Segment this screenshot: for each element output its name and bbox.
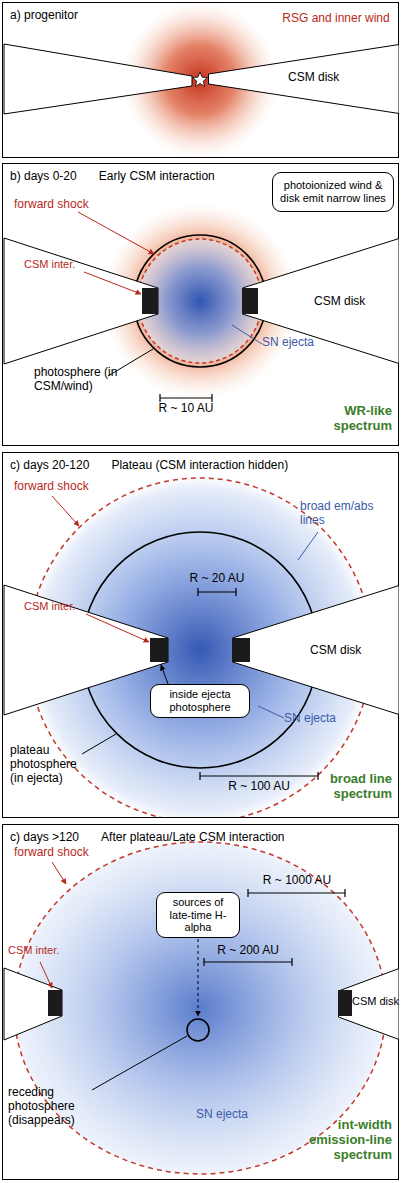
leader-line [161, 665, 168, 684]
csm-disk-wedge: CSM disk [208, 44, 399, 114]
scale-bar [160, 394, 212, 402]
csm-interaction-block [338, 990, 352, 1016]
annotation-label: forward shock [14, 480, 89, 494]
csm-disk-wedge [4, 238, 158, 364]
annotation-label: CSM inter. [24, 258, 75, 271]
disk-label: CSM disk [352, 995, 399, 1007]
stage-panel: c) days 20-120 Plateau (CSM interaction h… [2, 452, 399, 818]
stage-panel: c) days >120 After plateau/Late CSM inter… [2, 824, 399, 1180]
csm-disk-wedge [4, 44, 192, 114]
csm-disk-wedge [4, 968, 62, 1040]
csm-disk-wedge: CSM disk [232, 585, 399, 715]
wedge-shape [233, 586, 400, 715]
panel-heading: b) days 0-20 [10, 169, 77, 183]
annotation-label: int-width emission-line spectrum [288, 1118, 392, 1163]
sn-ejecta [14, 842, 386, 1174]
disk-label: CSM disk [310, 643, 361, 657]
annotation-label: R ~ 1000 AU [244, 874, 350, 888]
panel-heading: c) days 20-120 [10, 458, 89, 472]
annotation-label: broad line spectrum [296, 772, 392, 802]
panel-heading: Plateau (CSM interaction hidden) [111, 458, 288, 472]
leader-line [86, 614, 149, 642]
scale-bar [200, 772, 318, 780]
csm-disk-wedge: CSM disk [338, 968, 399, 1040]
wedge-shape [209, 45, 400, 114]
leader-line [108, 349, 153, 376]
leader-line [52, 496, 79, 526]
annotation-label: CSM inter. [8, 944, 59, 957]
leader-line [52, 862, 66, 884]
receding-photosphere [187, 1019, 209, 1041]
stage-panel: a) progenitorCSM disk [2, 2, 399, 158]
leader-line [78, 212, 154, 254]
annotation-label: R ~ 200 AU [200, 944, 296, 958]
scale-bar [198, 588, 236, 596]
panel-heading: c) days >120 [10, 830, 79, 844]
stage-panel: b) days 0-20 Early CSM interaction photoio… [2, 163, 399, 446]
progenitor-star [192, 72, 207, 87]
annotation-label: WR-like spectrum [300, 404, 392, 434]
csm-interaction-block [232, 638, 250, 662]
leader-line [198, 939, 199, 1016]
annotation-label: SN ejecta [262, 336, 314, 350]
leader-line [232, 325, 262, 344]
scale-bar [248, 889, 345, 897]
csm-interaction-block [242, 288, 258, 314]
annotation-label: R ~ 20 AU [176, 572, 258, 586]
leader-line [92, 1036, 187, 1090]
callout-text: photoionized wind & disk emit narrow lin… [277, 179, 389, 204]
leader-line [84, 272, 141, 294]
annotation-label: RSG and inner wind [276, 12, 396, 26]
annotation-label: R ~ 10 AU [146, 402, 226, 416]
annotation-label: forward shock [14, 846, 89, 860]
csm-interaction-block [142, 288, 158, 314]
callout-text: inside ejecta photosphere [155, 688, 245, 713]
scale-bar [204, 958, 292, 966]
callout-box: inside ejecta photosphere [150, 684, 250, 718]
callout-text: sources of late-time H-alpha [161, 896, 235, 934]
disk-label: CSM disk [288, 70, 339, 84]
annotation-label: receding photosphere (disappears) [8, 1086, 98, 1127]
leader-line [258, 706, 284, 718]
wedge-shape [243, 239, 400, 364]
panel-heading: After plateau/Late CSM interaction [101, 830, 284, 844]
panel-heading: a) progenitor [10, 8, 78, 22]
csm-disk-wedge [4, 585, 168, 715]
disk-label: CSM disk [314, 294, 365, 308]
csm-interaction-block [48, 990, 62, 1016]
leader-line [298, 532, 318, 560]
annotation-label: plateau photosphere (in ejecta) [10, 744, 90, 785]
annotation-label: broad em/abs lines [300, 500, 392, 528]
wedge-shape [339, 969, 400, 1040]
annotation-label: photosphere (in CSM/wind) [34, 366, 124, 394]
leader-line [40, 962, 52, 988]
leader-line [82, 734, 116, 754]
callout-box: sources of late-time H-alpha [156, 892, 240, 938]
csm-disk-wedge: CSM disk [242, 238, 399, 364]
annotation-label: SN ejecta [196, 1108, 248, 1122]
annotation-label: SN ejecta [284, 712, 336, 726]
annotation-label: R ~ 100 AU [209, 780, 309, 794]
annotation-label: CSM inter. [24, 600, 75, 613]
annotation-label: forward shock [14, 198, 89, 212]
panel-heading: Early CSM interaction [99, 169, 215, 183]
forward-shock [14, 842, 386, 1174]
csm-interaction-block [150, 638, 168, 662]
callout-box: photoionized wind & disk emit narrow lin… [272, 172, 394, 212]
